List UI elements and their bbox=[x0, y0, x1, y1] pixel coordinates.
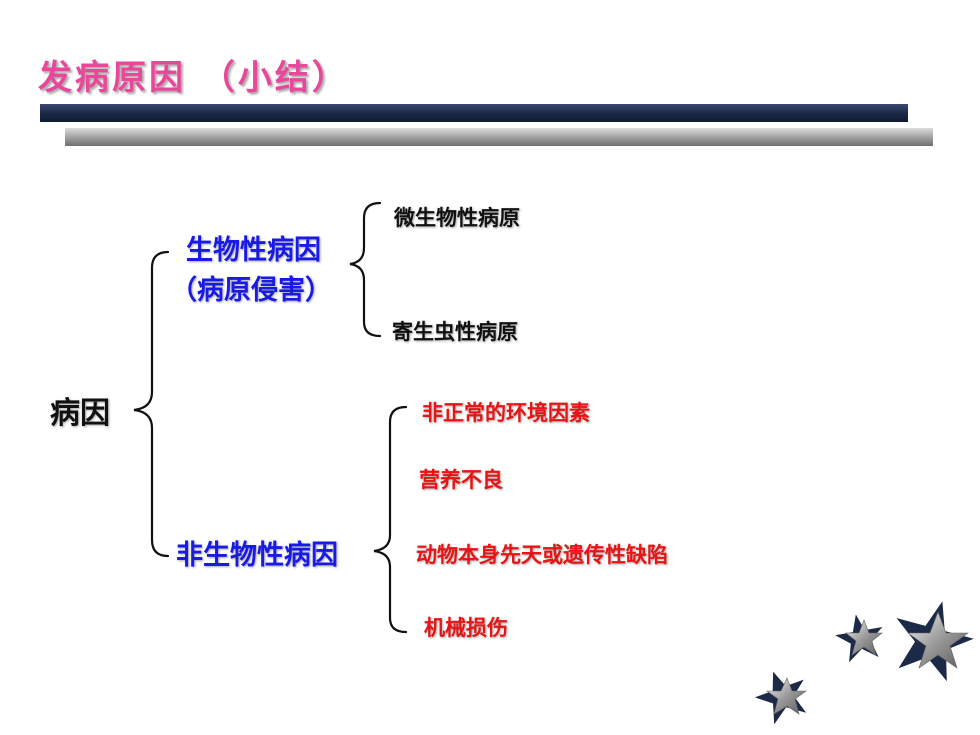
star-icon bbox=[896, 601, 974, 682]
nonbiological-item-4: 机械损伤 bbox=[424, 616, 508, 640]
nonbiological-item-2: 营养不良 bbox=[419, 468, 503, 492]
star-icon bbox=[835, 614, 883, 663]
biological-brace bbox=[349, 201, 382, 338]
biological-sublabel: （病原侵害） bbox=[170, 275, 332, 306]
biological-item-1: 微生物性病原 bbox=[394, 206, 520, 230]
star-icon bbox=[754, 671, 807, 725]
title-main: 发病原因 bbox=[38, 58, 186, 98]
biological-item-2: 寄生虫性病原 bbox=[392, 320, 518, 344]
nonbiological-label: 非生物性病因 bbox=[176, 540, 338, 571]
root-label: 病因 bbox=[50, 396, 110, 431]
nonbiological-brace bbox=[373, 405, 408, 634]
nonbiological-item-3: 动物本身先天或遗传性缺陷 bbox=[416, 543, 668, 567]
header-bar-dark bbox=[40, 104, 908, 122]
page-title: 发病原因 （小结） bbox=[38, 50, 349, 99]
title-sub: （小结） bbox=[200, 58, 349, 98]
root-brace bbox=[133, 250, 170, 558]
nonbiological-item-1: 非正常的环境因素 bbox=[422, 401, 590, 425]
biological-label: 生物性病因 bbox=[186, 235, 321, 266]
header-bar-gray bbox=[65, 128, 933, 146]
